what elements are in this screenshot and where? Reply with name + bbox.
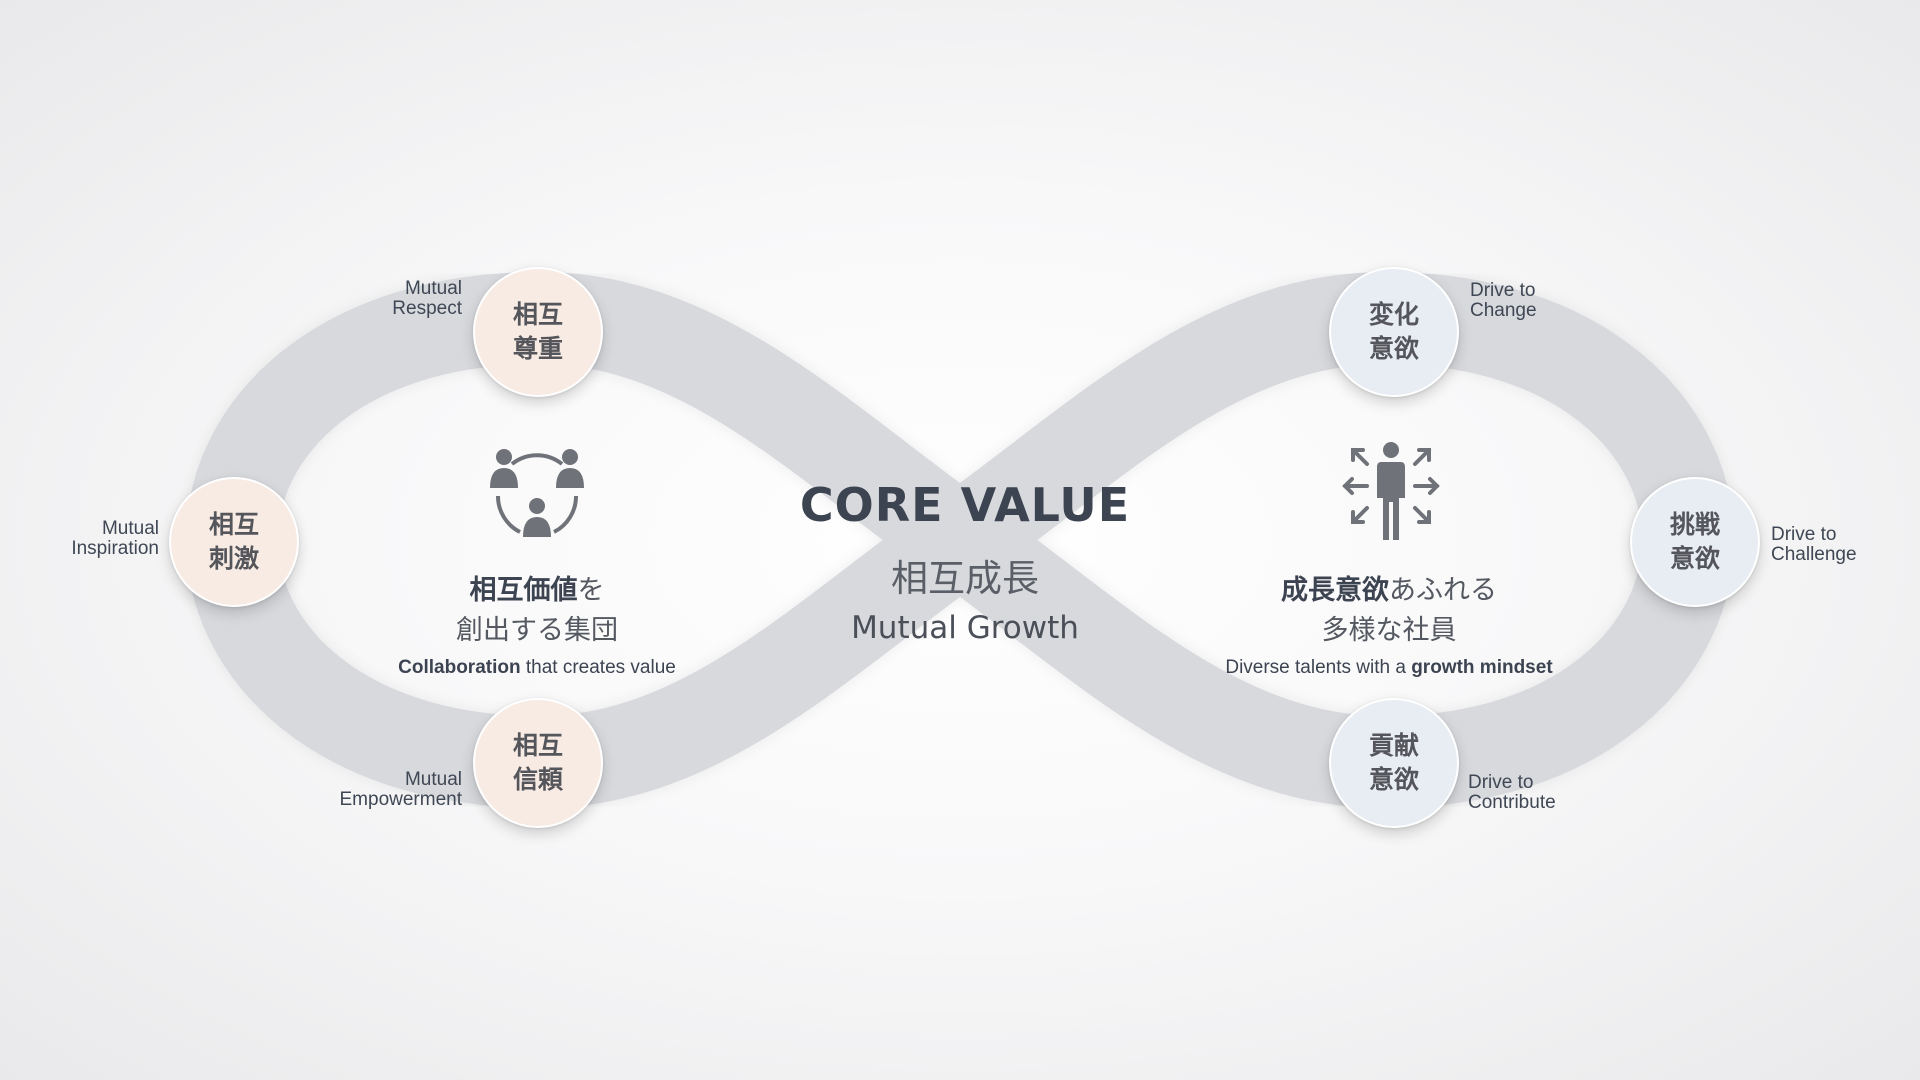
left-lobe-en-strong: Collaboration: [398, 657, 521, 678]
node-mutual-respect-kanji-2: 尊重: [512, 334, 563, 363]
right-lobe-jp-line2: 多様な社員: [1321, 615, 1457, 646]
left-lobe-jp-rest: を: [577, 575, 605, 606]
node-mutual-inspiration: 相互 刺激: [169, 477, 299, 607]
node-drive-to-challenge-kanji-2: 意欲: [1669, 544, 1720, 573]
node-drive-to-change: 変化 意欲: [1329, 267, 1459, 397]
node-mutual-inspiration-kanji-1: 相互: [208, 510, 259, 539]
person-expanding-arrows-icon: [1342, 442, 1440, 540]
node-drive-to-contribute-kanji-1: 貢献: [1368, 731, 1419, 760]
right-lobe-jp: 成長意欲あふれる 多様な社員: [1179, 571, 1599, 651]
label-drive-to-challenge: Drive to Challenge: [1771, 524, 1857, 565]
node-mutual-respect: 相互 尊重: [473, 267, 603, 397]
core-value-jp: 相互成長: [891, 557, 1039, 600]
node-drive-to-challenge-kanji-1: 挑戦: [1669, 510, 1720, 539]
left-lobe-jp: 相互価値を 創出する集団: [327, 571, 747, 651]
node-drive-to-challenge: 挑戦 意欲: [1630, 477, 1760, 607]
node-mutual-empowerment-kanji-2: 信頼: [512, 765, 563, 794]
label-mutual-respect: Mutual Respect: [392, 278, 462, 319]
right-lobe-en-strong: growth mindset: [1411, 657, 1553, 678]
node-drive-to-change-kanji-2: 意欲: [1368, 334, 1419, 363]
node-mutual-empowerment-kanji-1: 相互: [512, 731, 563, 760]
right-lobe-jp-strong: 成長意欲: [1281, 575, 1389, 606]
infinity-loop-band: [186, 272, 1734, 808]
node-mutual-respect-kanji-1: 相互: [512, 300, 563, 329]
right-lobe-en: Diverse talents with a growth mindset: [1169, 657, 1609, 679]
label-drive-to-change: Drive to Change: [1470, 280, 1537, 321]
left-lobe-jp-strong: 相互価値: [469, 575, 578, 606]
left-lobe-en: Collaboration that creates value: [317, 657, 757, 679]
node-mutual-empowerment: 相互 信頼: [473, 698, 603, 828]
right-lobe-en-prefix: Diverse talents with a: [1225, 657, 1412, 678]
core-value-en: Mutual Growth: [851, 610, 1079, 646]
label-mutual-inspiration: Mutual Inspiration: [71, 518, 159, 559]
core-value-title: CORE VALUE: [799, 478, 1131, 532]
node-drive-to-change-kanji-1: 変化: [1368, 300, 1419, 329]
label-drive-to-contribute: Drive to Contribute: [1468, 772, 1556, 813]
node-mutual-inspiration-kanji-2: 刺激: [208, 544, 259, 573]
right-lobe-jp-rest: あふれる: [1389, 575, 1497, 606]
label-mutual-empowerment: Mutual Empowerment: [339, 769, 463, 810]
left-lobe-jp-line2: 創出する集団: [456, 615, 618, 646]
node-drive-to-contribute: 貢献 意欲: [1329, 698, 1459, 828]
team-circle-icon: [490, 449, 584, 537]
left-lobe-en-rest: that creates value: [520, 657, 676, 678]
node-drive-to-contribute-kanji-2: 意欲: [1368, 765, 1419, 794]
